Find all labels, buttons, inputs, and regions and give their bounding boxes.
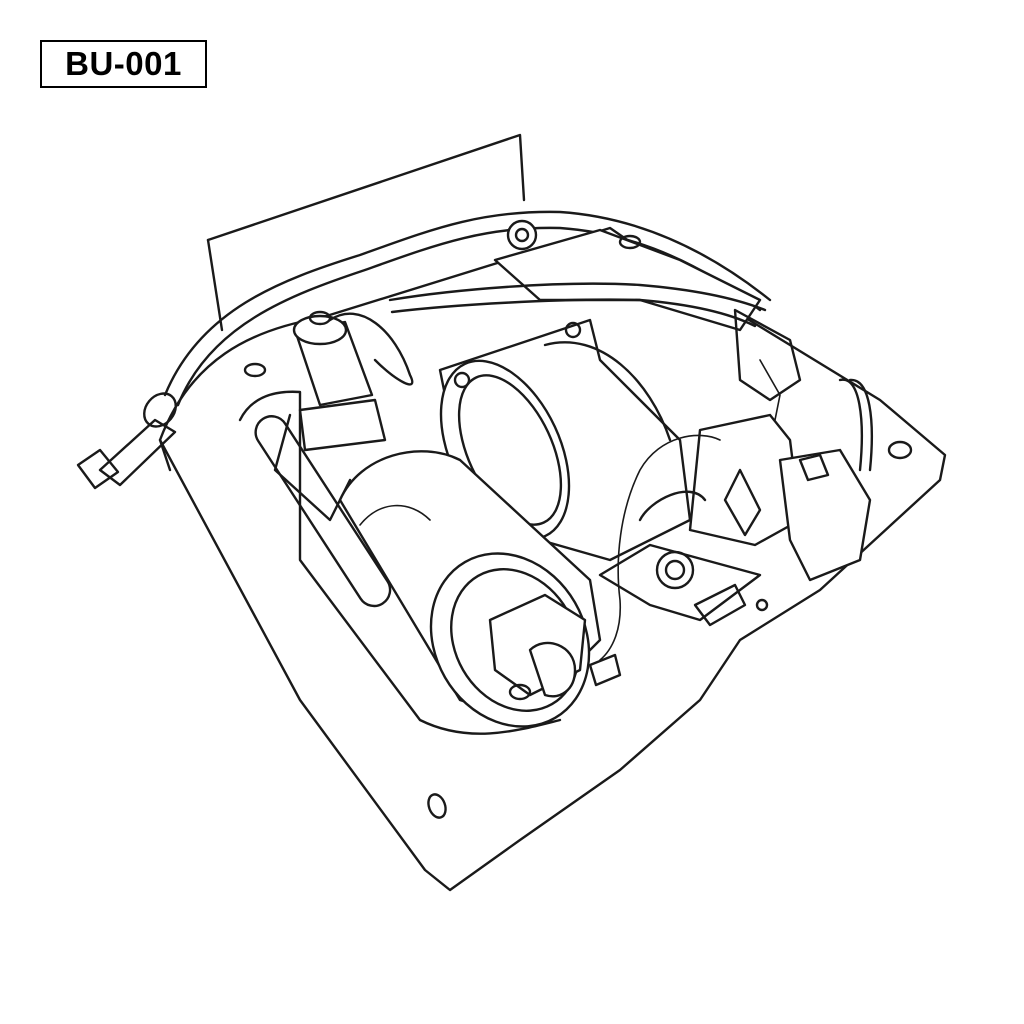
upper-hose [388, 282, 767, 328]
valve-block [598, 308, 873, 661]
part-number-text: BU-001 [65, 45, 182, 82]
exhaust-solenoid [273, 310, 414, 522]
part-number-label: BU-001 [40, 40, 207, 88]
rear-plate [206, 133, 526, 332]
wire-harness [588, 359, 781, 687]
electric-motor [338, 450, 602, 728]
